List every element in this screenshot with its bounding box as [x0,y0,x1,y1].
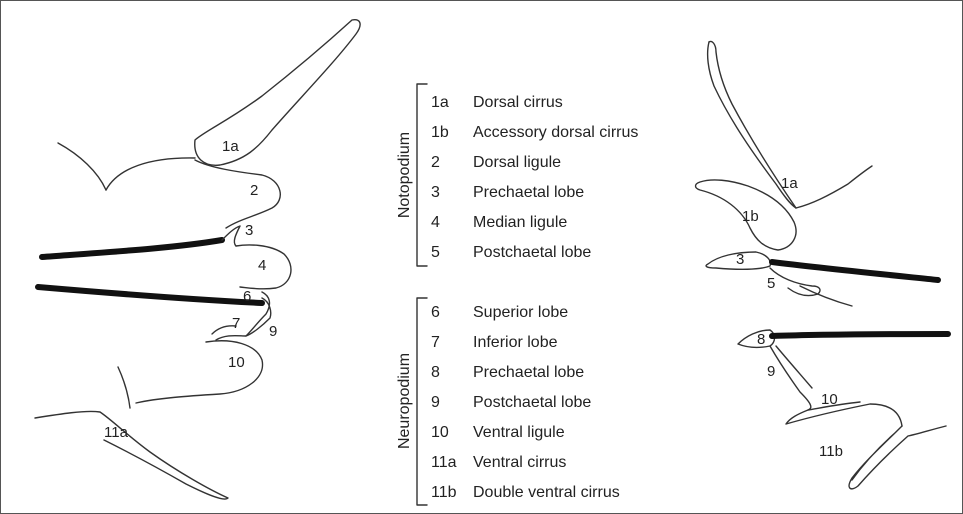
right-label-3: 3 [736,251,744,268]
neuropodium-group-label: Neuropodium [396,353,413,449]
legend-code-10: 10 [431,424,449,441]
legend-name-8: Prechaetal lobe [473,364,584,381]
right-label-8: 8 [757,331,765,348]
legend-name-7: Inferior lobe [473,334,558,351]
left-ventral-ligule [136,341,263,403]
left-dorsal-cirrus [195,20,360,166]
left-body-lower [118,367,130,408]
left-chaeta-lower [38,287,262,303]
legend-name-6: Superior lobe [473,304,568,321]
legend-code-2: 2 [431,154,440,171]
right-label-10: 10 [821,391,838,408]
right-parapodium [696,41,949,488]
legend-name-11a: Ventral cirrus [473,454,566,471]
legend-code-5: 5 [431,244,440,261]
legend-name-1a: Dorsal cirrus [473,94,563,111]
legend-code-9: 9 [431,394,440,411]
right-labels: 1a 1b 3 5 8 9 10 11b [736,175,843,460]
legend-code-11b: 11b [431,484,457,501]
legend-code-6: 6 [431,304,440,321]
legend-code-1a: 1a [431,94,449,111]
left-label-11a: 11a [104,424,129,441]
right-double-ventral-cirrus [849,426,946,489]
legend-name-2: Dorsal ligule [473,154,561,171]
neuropodium-bracket [417,298,427,505]
left-body-wall [58,143,106,190]
right-label-1b: 1b [742,208,759,225]
left-prechaetal-lobe [222,226,240,246]
legend-name-1b: Accessory dorsal cirrus [473,124,638,141]
legend-name-4: Median ligule [473,214,567,231]
left-ventral-cirrus [35,411,228,499]
right-label-11b: 11b [819,443,843,460]
right-ventral-ligule [770,346,902,426]
left-inferior-lobe [212,326,246,340]
legend-name-3: Prechaetal lobe [473,184,584,201]
legend-code-1b: 1b [431,124,449,141]
left-label-1a: 1a [222,138,239,155]
left-label-4: 4 [258,257,266,274]
legend-name-10: Ventral ligule [473,424,565,441]
legend-code-3: 3 [431,184,440,201]
left-label-3: 3 [245,222,253,239]
legend-code-7: 7 [431,334,440,351]
legend: Notopodium Neuropodium 1a Dorsal cirrus 1b… [396,84,638,505]
left-label-2: 2 [250,182,258,199]
right-label-5: 5 [767,275,775,292]
legend-code-4: 4 [431,214,440,231]
legend-name-11b: Double ventral cirrus [473,484,620,501]
left-parapodium [35,20,360,499]
legend-code-11a: 11a [431,454,457,471]
right-label-1a: 1a [781,175,798,192]
right-chaeta-upper [772,262,938,280]
right-label-9: 9 [767,363,775,380]
notopodium-group-label: Notopodium [396,132,413,218]
notopodium-bracket [417,84,427,266]
legend-name-9: Postchaetal lobe [473,394,591,411]
left-label-6: 6 [243,288,251,305]
right-chaeta-lower [772,334,948,336]
legend-name-5: Postchaetal lobe [473,244,591,261]
right-ventral-ligule-inner [776,346,860,410]
left-label-9: 9 [269,323,277,340]
left-chaeta-upper [42,240,222,257]
legend-rows: 1a Dorsal cirrus 1b Accessory dorsal cirrus… [431,94,638,501]
legend-code-8: 8 [431,364,440,381]
left-label-10: 10 [228,354,245,371]
left-label-7: 7 [232,315,240,332]
